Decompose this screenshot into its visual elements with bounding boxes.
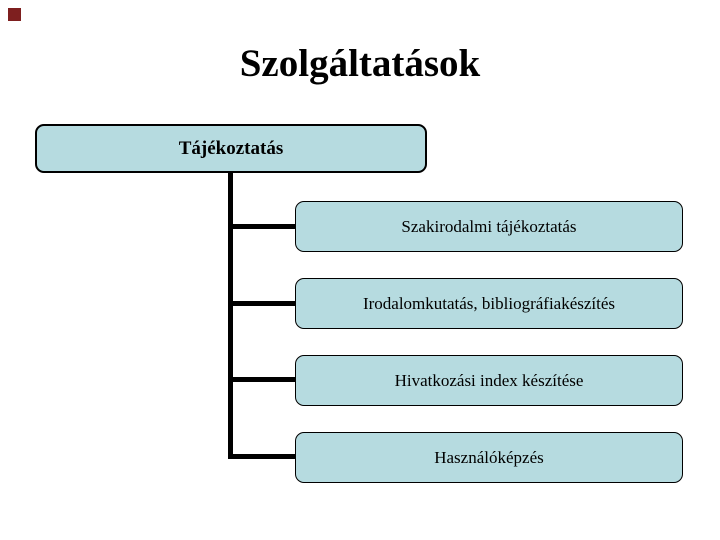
diagram-root-box: Tájékoztatás <box>35 124 427 173</box>
connector-branch-4 <box>228 454 295 459</box>
connector-branch-1 <box>228 224 295 229</box>
diagram-child-label-4: Használóképzés <box>434 447 544 467</box>
diagram-child-box-4: Használóképzés <box>295 432 683 483</box>
slide-title: Szolgáltatások <box>239 42 481 85</box>
connector-trunk <box>228 173 233 459</box>
connector-branch-2 <box>228 301 295 306</box>
diagram-root-label: Tájékoztatás <box>178 137 284 159</box>
diagram-child-label-2: Irodalomkutatás, bibliográfiakészítés <box>362 293 616 313</box>
connector-branch-3 <box>228 377 295 382</box>
diagram-child-box-3: Hivatkozási index készítése <box>295 355 683 406</box>
accent-square <box>8 8 21 21</box>
diagram-child-label-3: Hivatkozási index készítése <box>394 370 584 390</box>
diagram-child-box-1: Szakirodalmi tájékoztatás <box>295 201 683 252</box>
diagram-child-label-1: Szakirodalmi tájékoztatás <box>401 216 577 236</box>
diagram-child-box-2: Irodalomkutatás, bibliográfiakészítés <box>295 278 683 329</box>
